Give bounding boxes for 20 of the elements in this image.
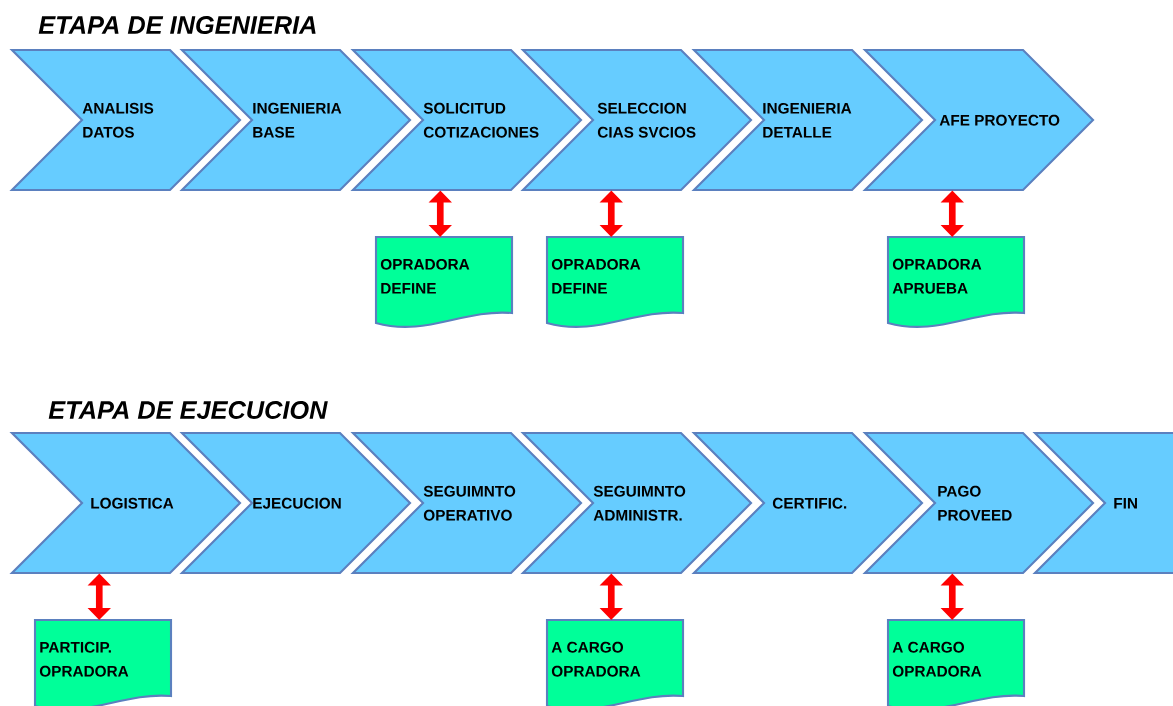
process-step: SEGUIMNTO ADMINISTR. xyxy=(520,431,753,575)
heading: ETAPA DE EJECUCION xyxy=(48,401,328,419)
node-label: FIN xyxy=(1114,498,1137,509)
process-step: INGENIERIA BASE xyxy=(179,48,412,192)
process-step: SOLICITUD COTIZACIONES xyxy=(350,48,583,192)
document-box: OPRADORA APRUEBA xyxy=(886,235,1026,328)
document-box: A CARGO OPRADORA xyxy=(545,618,685,706)
process-step: FIN xyxy=(1032,431,1173,575)
process-step: AFE PROYECTO xyxy=(862,48,1095,192)
document-box: OPRADORA DEFINE xyxy=(374,235,514,328)
heading: ETAPA DE INGENIERIA xyxy=(38,16,316,34)
process-step: LOGISTICA xyxy=(9,431,242,575)
process-step: PAGO PROVEED xyxy=(862,431,1095,575)
document-box: OPRADORA DEFINE xyxy=(545,235,685,328)
document-box: A CARGO OPRADORA xyxy=(886,618,1026,706)
process-step: CERTIFIC. xyxy=(691,431,924,575)
process-step: ANALISIS DATOS xyxy=(9,48,242,192)
process-step: SEGUIMNTO OPERATIVO xyxy=(350,431,583,575)
document-box: PARTICIP. OPRADORA xyxy=(33,618,173,706)
process-step: EJECUCION xyxy=(179,431,412,575)
